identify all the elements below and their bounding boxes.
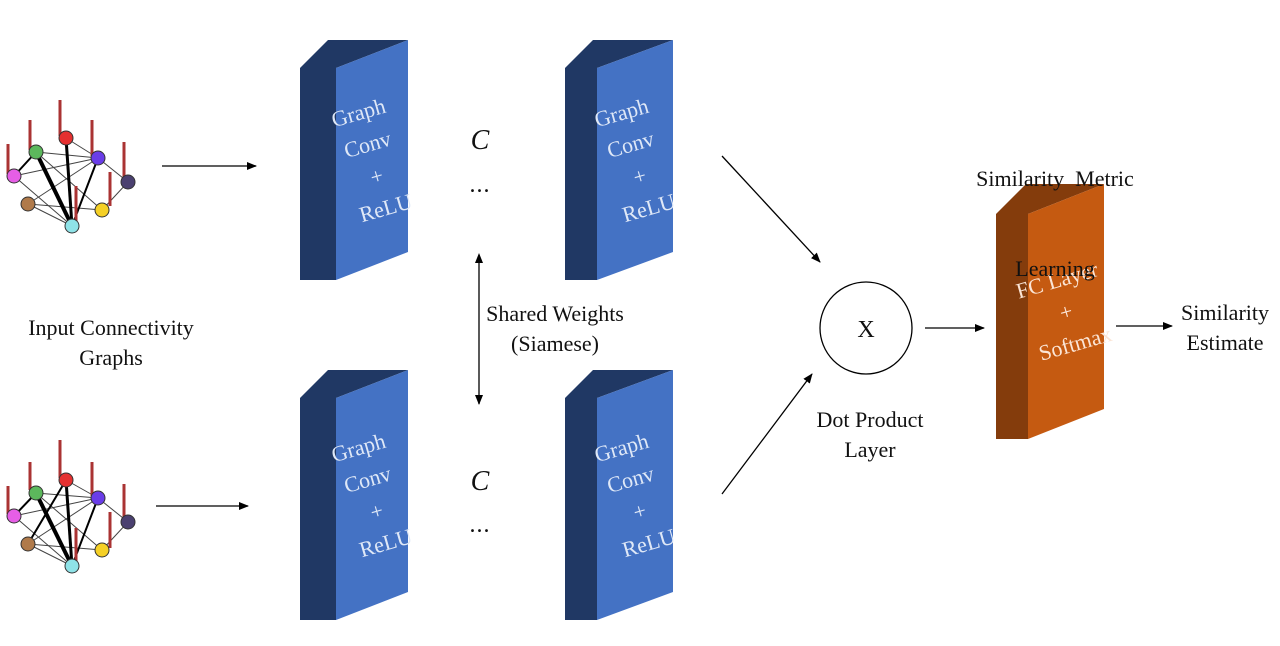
output-line2: Estimate [1186,330,1264,355]
shared-weights-label: Shared Weights (Siamese) [480,299,630,359]
c-symbol-bottom: C [470,466,490,497]
arrow-bottom-to-dot [721,373,813,495]
gc-block-bottom-2: GraphConv+ReLU [565,370,678,620]
arrow-top-to-dot [721,155,821,263]
fc-softmax-block: FC Layer+Softmax [996,184,1114,439]
similarity-metric-line1: Similarity Metric [976,166,1134,191]
gc-block-top-1: GraphConv+ReLU [300,40,415,280]
gc-block-bottom-1: GraphConv+ReLU [300,370,415,620]
shared-weights-line2: (Siamese) [511,331,599,356]
ellipsis-top: ... [469,172,491,198]
input-graph-bottom [6,440,136,574]
dot-product-label: Dot Product Layer [790,405,950,465]
input-label-line2: Graphs [79,345,143,370]
dot-product-line1: Dot Product [816,407,924,432]
shared-weights-line1: Shared Weights [486,301,624,326]
similarity-metric-label: Similarity Metric Learning [950,104,1160,314]
similarity-metric-line2: Learning [1015,256,1095,281]
output-label: Similarity Estimate [1170,298,1280,358]
gc-block-top-2: GraphConv+ReLU [565,40,678,280]
input-label: Input Connectivity Graphs [0,313,222,373]
dot-product-line2: Layer [844,437,896,462]
dot-product-symbol: X [857,317,874,343]
dot-product-circle [819,281,913,375]
ellipsis-bottom: ... [469,512,491,538]
output-line1: Similarity [1181,300,1269,325]
input-label-line1: Input Connectivity [28,315,194,340]
input-graph-top [6,100,136,234]
c-symbol-top: C [470,125,490,156]
